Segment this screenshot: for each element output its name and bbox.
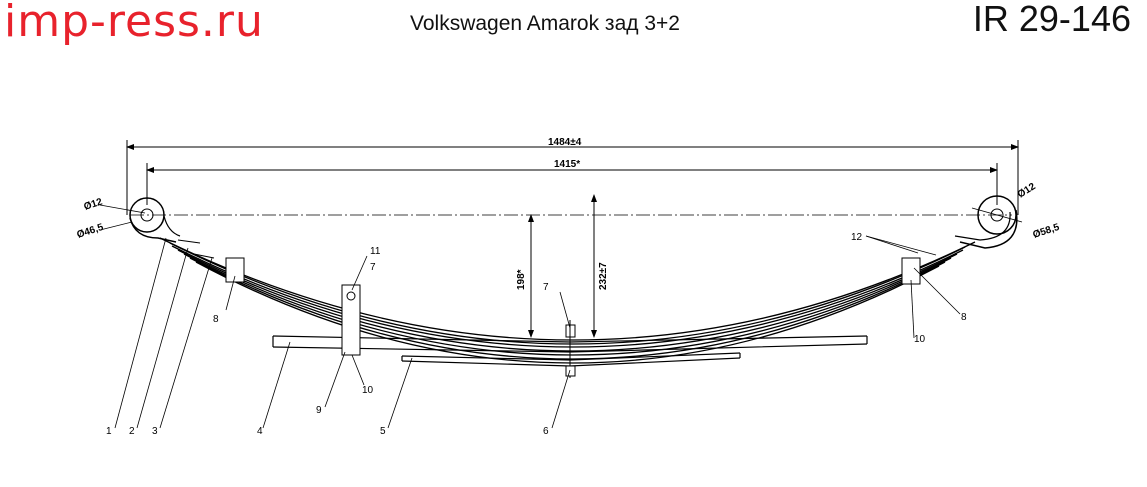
left-leaf-ends — [177, 239, 215, 259]
drawing-title: Volkswagen Amarok зад 3+2 — [410, 12, 680, 35]
left-eye-inner-label: Ø12 — [83, 196, 105, 212]
eye-center-dimension: 1415* — [146, 159, 998, 205]
left-clamp — [225, 257, 245, 283]
left-eye-outer-label: Ø46,5 — [76, 222, 106, 241]
eye-center-label: 1415* — [554, 159, 580, 170]
callout-8-left: 8 — [213, 314, 219, 325]
callout-2: 2 — [129, 426, 135, 437]
callout-5: 5 — [380, 426, 386, 437]
callout-7-center: 7 — [543, 282, 549, 293]
center-left-clamp — [341, 284, 361, 356]
callout-6: 6 — [543, 426, 549, 437]
center-bolt — [565, 320, 576, 378]
brand-logo-text: imp-ress.ru — [4, 0, 264, 47]
callout-11: 11 — [370, 246, 381, 257]
part-code: IR 29-146 — [972, 0, 1131, 39]
callout-7-clamp: 7 — [370, 262, 376, 273]
callout-9: 9 — [316, 405, 322, 416]
left-spring-eye — [129, 197, 181, 243]
main-leaf-stack — [159, 237, 976, 364]
ref-height-label: 198* — [516, 269, 527, 290]
callout-8-right: 8 — [961, 312, 967, 323]
overall-length-label: 1484±4 — [548, 137, 582, 148]
callout-10-left: 10 — [362, 385, 374, 396]
arch-height-label: 232±7 — [598, 262, 609, 290]
leader-lines — [114, 235, 961, 429]
height-dimensions: 198* 232±7 — [516, 194, 609, 338]
callout-3: 3 — [152, 426, 158, 437]
right-eye-inner-label: Ø12 — [1016, 181, 1038, 201]
callout-1: 1 — [106, 426, 112, 437]
right-eye-outer-label: Ø58,5 — [1032, 222, 1062, 241]
callout-4: 4 — [257, 426, 263, 437]
callout-10-right: 10 — [914, 334, 926, 345]
right-spring-eye — [954, 195, 1018, 249]
callout-12: 12 — [851, 232, 863, 243]
overall-length-dimension: 1484±4 — [126, 137, 1019, 215]
